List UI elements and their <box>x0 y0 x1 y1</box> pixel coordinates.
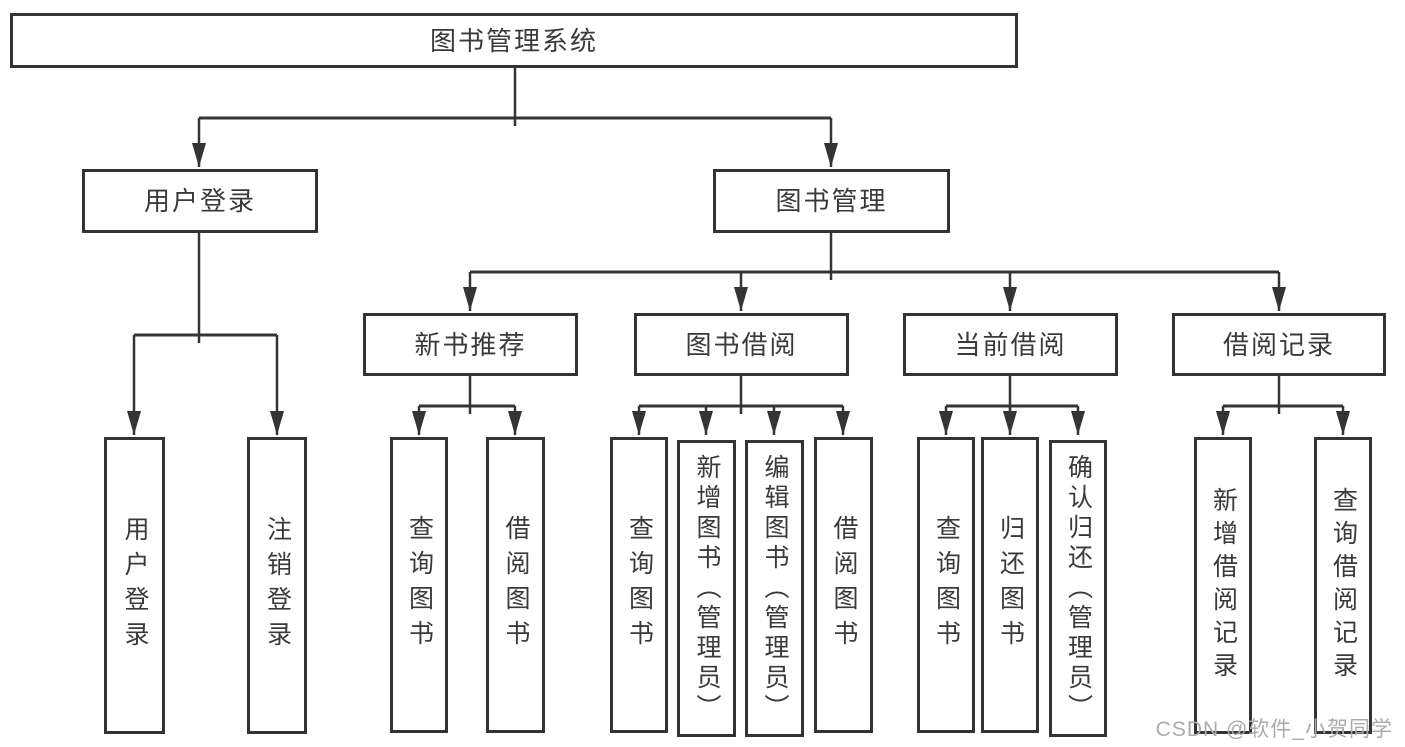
node-label: 确认归还（管理员） <box>1064 453 1093 724</box>
node-label: 查询借阅记录 <box>1329 486 1358 685</box>
node-label: 用户登录 <box>121 515 149 656</box>
node-label: 借阅图书 <box>830 515 858 655</box>
node-add-borrow-record: 新增借阅记录 <box>1194 437 1252 734</box>
node-user-login-leaf: 用户登录 <box>104 437 165 734</box>
edges-root <box>192 68 838 167</box>
node-return-book: 归还图书 <box>981 437 1039 733</box>
node-label: 图书管理系统 <box>429 25 598 56</box>
node-label: 编辑图书（管理员） <box>761 453 789 724</box>
node-borrow-records: 借阅记录 <box>1172 313 1386 376</box>
edges-book-management <box>463 233 1286 311</box>
node-label: 图书借阅 <box>685 329 798 360</box>
node-label: 新书推荐 <box>414 329 527 360</box>
node-book-management: 图书管理 <box>713 169 950 233</box>
node-library-system: 图书管理系统 <box>10 13 1018 68</box>
node-label: 注销登录 <box>263 515 292 656</box>
node-current-borrow: 当前借阅 <box>903 313 1118 376</box>
node-book-borrow: 图书借阅 <box>634 313 849 376</box>
node-user-login: 用户登录 <box>82 169 318 233</box>
node-label: 用户登录 <box>143 186 256 216</box>
node-label: 图书管理 <box>775 186 888 216</box>
node-confirm-return-admin: 确认归还（管理员） <box>1049 440 1107 737</box>
node-query-borrow-record: 查询借阅记录 <box>1314 437 1372 734</box>
node-label: 当前借阅 <box>954 329 1067 360</box>
edges-current-borrow <box>939 376 1085 435</box>
csdn-watermark: CSDN @软件_小贺同学 <box>1155 718 1393 741</box>
edges-book-borrow <box>632 376 850 435</box>
node-borrow-books-2: 借阅图书 <box>814 437 873 733</box>
node-label: 查询图书 <box>625 515 654 655</box>
node-query-books-2: 查询图书 <box>610 437 668 733</box>
node-label: 借阅记录 <box>1222 329 1335 360</box>
edges-new-book-recommend <box>412 376 522 435</box>
node-query-books-3: 查询图书 <box>917 437 975 733</box>
node-label: 归还图书 <box>996 515 1025 655</box>
node-query-books-1: 查询图书 <box>390 437 448 733</box>
node-borrow-books-1: 借阅图书 <box>486 437 545 733</box>
node-new-book-recommend: 新书推荐 <box>363 313 578 376</box>
node-edit-book-admin: 编辑图书（管理员） <box>745 440 804 737</box>
node-label: 新增图书（管理员） <box>693 453 721 724</box>
node-label: 借阅图书 <box>502 515 530 655</box>
node-label: 查询图书 <box>405 515 434 655</box>
edges-borrow-records <box>1216 376 1350 435</box>
edges-user-login <box>127 233 284 435</box>
node-label: 查询图书 <box>932 515 961 655</box>
node-label: 新增借阅记录 <box>1209 486 1238 685</box>
node-logout: 注销登录 <box>247 437 307 734</box>
node-add-book-admin: 新增图书（管理员） <box>677 440 736 737</box>
